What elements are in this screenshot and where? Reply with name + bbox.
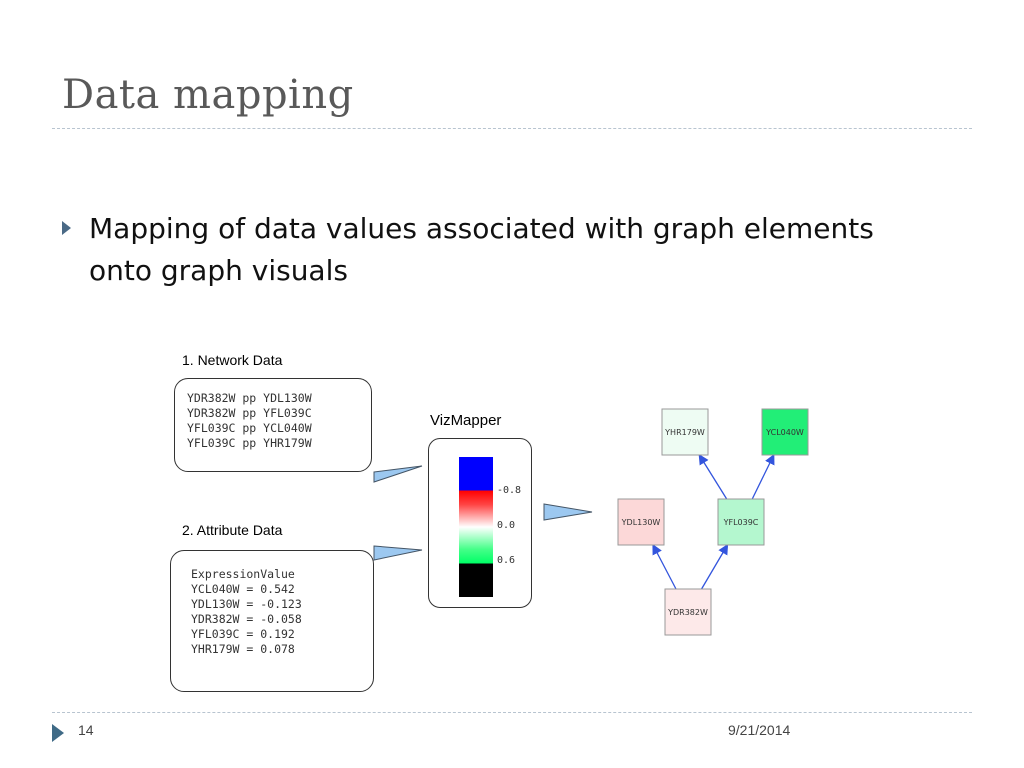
attribute-data-label: 2. Attribute Data: [182, 522, 283, 538]
bullet-arrow-icon: [62, 221, 71, 235]
page-number: 14: [78, 722, 94, 738]
graph-node-ydr382w: YDR382W: [664, 588, 712, 636]
graph-node-box: [664, 588, 712, 636]
vizmapper-box: -0.8 0.0 0.6: [428, 438, 532, 608]
arrow-attribute-to-vizmapper: [373, 545, 423, 561]
colorbar-tick: 0.6: [497, 555, 516, 566]
graph-node-box: [717, 498, 765, 546]
arrow-vizmapper-to-graph: [543, 503, 593, 521]
graph-node-label: YCL040W: [765, 428, 804, 437]
graph-node-label: YDR382W: [667, 608, 708, 617]
attribute-line: YDL130W = -0.123: [191, 597, 302, 611]
graph-edge-yfl039c-yhr179w: [698, 453, 728, 500]
colorbar-tick: -0.8: [497, 485, 522, 496]
bullet-text: Mapping of data values associated with g…: [89, 212, 874, 287]
attribute-line: YCL040W = 0.542: [191, 582, 295, 596]
graph-node-ycl040w: YCL040W: [761, 408, 809, 456]
footer-divider: [52, 712, 972, 713]
attribute-line: ExpressionValue: [191, 567, 295, 581]
graph-node-ydl130w: YDL130W: [617, 498, 665, 546]
slide-title: Data mapping: [62, 72, 354, 118]
graph-node-label: YHR179W: [664, 428, 705, 437]
colorbar-tick: 0.0: [497, 520, 516, 531]
network-line: YDR382W pp YDL130W: [187, 391, 312, 405]
vizmapper-label: VizMapper: [430, 412, 502, 429]
arrow-network-to-vizmapper: [373, 465, 423, 483]
attribute-line: YFL039C = 0.192: [191, 627, 295, 641]
graph-edge-ydr382w-yfl039c: [700, 543, 729, 590]
attribute-line: YHR179W = 0.078: [191, 642, 295, 656]
graph-node-yhr179w: YHR179W: [661, 408, 709, 456]
graph-edge-ydr382w-ydl130w: [652, 543, 677, 590]
graph-node-box: [761, 408, 809, 456]
color-scale-bar: [459, 457, 493, 597]
title-divider: [52, 128, 972, 129]
graph-node-label: YDL130W: [621, 518, 661, 527]
network-line: YDR382W pp YFL039C: [187, 406, 312, 420]
slide-date: 9/21/2014: [728, 722, 791, 738]
network-data-label: 1. Network Data: [182, 352, 283, 368]
graph-node-box: [617, 498, 665, 546]
footer-arrow-icon: [52, 724, 64, 742]
network-data-box: YDR382W pp YDL130W YDR382W pp YFL039C YF…: [174, 378, 372, 472]
graph-node-box: [661, 408, 709, 456]
attribute-line: YDR382W = -0.058: [191, 612, 302, 626]
network-graph: YHR179W YCL040W YDL130W YFL039C YDR382W: [617, 408, 809, 636]
graph-node-label: YFL039C: [723, 518, 759, 527]
attribute-data-box: ExpressionValue YCL040W = 0.542 YDL130W …: [170, 550, 374, 692]
network-line: YFL039C pp YCL040W: [187, 421, 312, 435]
graph-node-yfl039c: YFL039C: [717, 498, 765, 546]
network-line: YFL039C pp YHR179W: [187, 436, 312, 450]
graph-edge-yfl039c-ycl040w: [751, 453, 775, 500]
bullet-item: Mapping of data values associated with g…: [62, 208, 942, 292]
